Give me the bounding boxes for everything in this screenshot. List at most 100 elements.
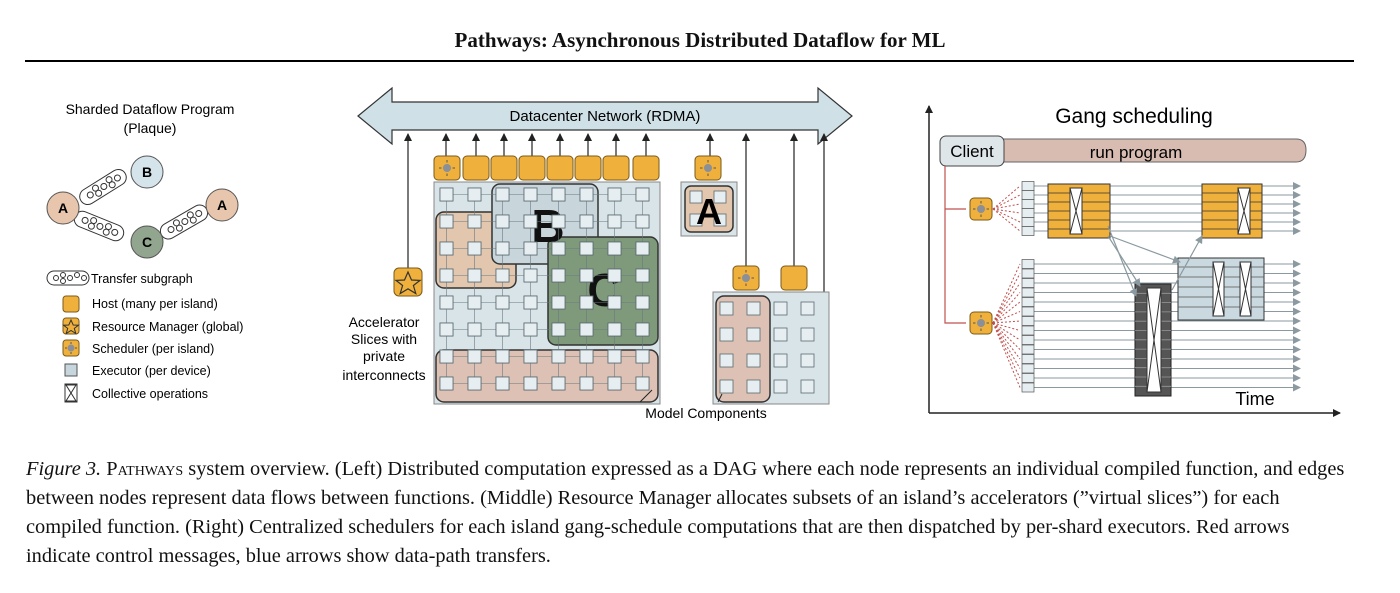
left-title-line2: (Plaque) (124, 120, 177, 136)
executor-cell (579, 349, 594, 364)
executor-cell (719, 353, 734, 368)
executor-cell (467, 376, 482, 391)
executor-cell (495, 322, 510, 337)
control-message (992, 322, 1021, 369)
model-components-label: Model Components (645, 405, 766, 421)
executor-cell (607, 349, 622, 364)
executor-cell (746, 327, 761, 342)
executor-cell (551, 349, 566, 364)
control-message (992, 322, 1021, 388)
running-title: Pathways: Asynchronous Distributed Dataf… (454, 28, 946, 52)
slice-row-region (435, 349, 659, 403)
executor-cell (467, 268, 482, 283)
header-rule (25, 60, 1354, 62)
executor-cell (607, 214, 622, 229)
executor-cell (467, 187, 482, 202)
executor-cell (579, 295, 594, 310)
executor-cell (1021, 181, 1035, 191)
dag-node-a-left: A (46, 191, 80, 225)
executor-cell (1021, 259, 1035, 269)
dag-node-c: C (130, 225, 164, 259)
control-message (992, 273, 1021, 324)
svg-text:Scheduler (per island): Scheduler (per island) (92, 342, 214, 356)
executor-cell (607, 376, 622, 391)
executor-cell (495, 349, 510, 364)
right-panel: Gang scheduling Time run program Client (925, 105, 1341, 417)
client-box (939, 135, 1005, 167)
control-message (992, 320, 1021, 324)
executor-cell (523, 349, 538, 364)
control-message (992, 301, 1021, 324)
executor-cell (1021, 278, 1035, 288)
svg-text:Transfer subgraph: Transfer subgraph (91, 272, 193, 286)
executor-cell (635, 187, 650, 202)
executor-cell (467, 349, 482, 364)
gang-title: Gang scheduling (1055, 105, 1213, 128)
executor-cell (773, 353, 788, 368)
svg-text:A: A (217, 197, 227, 213)
executor-cell (1021, 382, 1035, 393)
executor-cell (1021, 335, 1035, 345)
executor-cell (495, 187, 510, 202)
svg-text:Datacenter Network (RDMA): Datacenter Network (RDMA) (510, 108, 701, 125)
island-3 (712, 265, 830, 405)
executor-cell (439, 187, 454, 202)
executor-cell (467, 241, 482, 256)
executor-cell (1021, 354, 1035, 364)
svg-text:interconnects: interconnects (342, 367, 425, 383)
svg-text:Executor (per device): Executor (per device) (92, 364, 211, 378)
executor-cell (439, 349, 454, 364)
executor-cell (635, 376, 650, 391)
executor-cell (551, 322, 566, 337)
executor-cell (579, 214, 594, 229)
control-message (992, 263, 1021, 324)
executor-cell (800, 301, 815, 316)
executor-cell (1021, 306, 1035, 317)
control-message (992, 311, 1021, 324)
executor-cell (635, 349, 650, 364)
executor-cell (607, 241, 622, 256)
slice-c-region (547, 236, 659, 346)
svg-text:private: private (363, 348, 405, 364)
executor-cell (579, 268, 594, 283)
executor-cell (495, 268, 510, 283)
executor-cell (439, 295, 454, 310)
executor-cell (800, 327, 815, 342)
executor-cell (1021, 226, 1035, 236)
executor-cell (579, 241, 594, 256)
executor-cell (579, 187, 594, 202)
legend-scheduler: Scheduler (per island) (62, 339, 214, 357)
control-message (992, 322, 1021, 379)
island-a: A (680, 155, 738, 237)
dag-node-b: B (130, 155, 164, 189)
left-panel: Sharded Dataflow Program (Plaque) A B C … (46, 101, 243, 403)
collective-ops (1069, 187, 1252, 393)
executor-cell (1021, 199, 1035, 209)
control-message (992, 322, 1021, 360)
executor-cell (1021, 373, 1035, 383)
executor-cell (635, 295, 650, 310)
svg-text:Accelerator: Accelerator (349, 314, 420, 330)
resource-manager-icon (393, 267, 423, 297)
executor-cell (551, 295, 566, 310)
executor-cell (1021, 287, 1035, 298)
executor-cell (523, 376, 538, 391)
svg-text:B: B (142, 164, 152, 180)
executor-cell (635, 241, 650, 256)
datacenter-network: Datacenter Network (RDMA) (357, 86, 853, 146)
executor-cell (551, 187, 566, 202)
network-links (404, 133, 828, 292)
executor-cell (635, 214, 650, 229)
legend-transfer: Transfer subgraph (46, 270, 193, 286)
control-message (992, 203, 1021, 210)
executor-cell (746, 379, 761, 394)
figure-caption: Figure 3. Pathways system overview. (Lef… (26, 455, 1356, 571)
executor-cell (551, 376, 566, 391)
executor-cell (467, 214, 482, 229)
executor-cell (719, 301, 734, 316)
run-program-bar (999, 138, 1307, 163)
executor-cell (689, 213, 703, 227)
executor-cell (689, 190, 703, 204)
svg-text:Client: Client (950, 142, 994, 161)
executor-cell (713, 213, 727, 227)
